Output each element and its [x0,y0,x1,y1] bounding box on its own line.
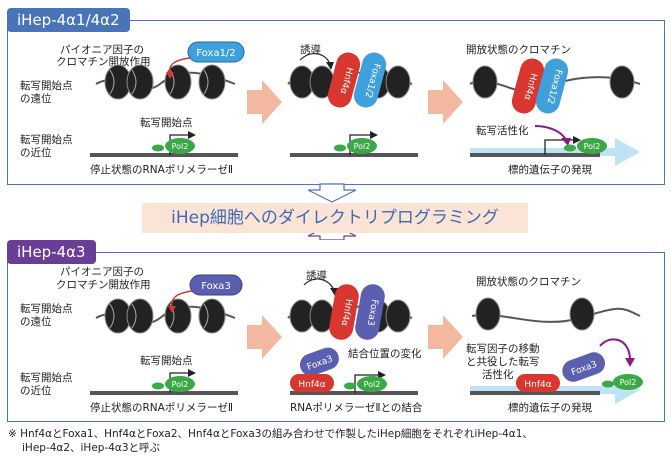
bottom-stage2-hnf4a-lower [290,374,334,392]
bottom-stage1-pol2-label: Pol2 [172,380,189,389]
top-foxa-oval [187,41,245,63]
bottom-proximal-line2: の近位 [20,385,52,397]
bottom-diagram: Foxa3 Pol2 Hnf4α Foxa3 Foxa3 Hnf4α Pol2 [90,274,643,404]
bottom-proximal-line1: 転写開始点 [20,372,73,384]
top-pioneer-line1: パイオニア因子の [60,44,144,56]
bottom-stage3-hnf4a [516,374,560,392]
top-paused-label: 停止状態のRNAポリメラーゼⅡ [90,164,234,176]
tag-top: iHep-4α1/4α2 [7,8,130,32]
top-open-label: 開放状態のクロマチン [466,44,571,56]
top-foxa-text: Foxa1/2 [196,48,235,59]
bottom-foxa-text: Foxa3 [201,281,231,292]
bottom-pioneer-line1: パイオニア因子の [60,266,144,278]
bottom-stage1-chromatin [95,298,236,334]
bottom-stage2-hnf4a-label: Hnf4α [339,298,354,327]
tag-bottom: iHep-4α3 [7,240,96,264]
bottom-activation-arrow [599,338,631,361]
top-arrow-1 [247,80,282,124]
top-stage3-foxa [535,58,569,114]
bottom-stage2-pol2-label: Pol2 [364,380,381,389]
bottom-stage3-pol2-label: Pol2 [620,378,637,387]
bottom-stage3-hnf4a-label: Hnf4α [524,380,551,390]
bottom-pol2-binding-label: RNAポリメラーゼⅡとの結合 [290,402,423,414]
bottom-stage2-hnf4a [329,284,359,340]
bottom-distal-line2: の遠位 [20,316,52,328]
top-tss-label: 転写開始点 [140,117,193,129]
top-stage2-pol2-label: Pol2 [354,142,371,151]
bottom-stage3-foxa [562,352,605,382]
top-stage2-hnf4a [327,52,361,108]
bottom-open-label: 開放状態のクロマチン [476,276,581,288]
bottom-move-line1: 転写因子の移動 [466,343,540,355]
top-pioneer-line2: クロマチン開放作用 [56,56,151,68]
bottom-binding-change-label: 結合位置の変化 [348,348,422,360]
top-distal-line1: 転写開始点 [20,80,73,92]
footnote-line1: ※ Hnf4αとFoxa1、Hnf4αとFoxa2、Hnf4αとFoxa3の組み… [8,428,533,440]
top-stage3-pol2-label: Pol2 [584,142,601,151]
top-induce-label: 誘導 [300,44,321,56]
bottom-paused-label: 停止状態のRNAポリメラーゼⅡ [90,402,234,414]
top-proximal-line2: の近位 [20,147,52,159]
bottom-move-line3: 活性化 [482,369,514,381]
top-stage1-pol2 [165,138,195,154]
footnote-line2: iHep-4α2、iHep-4α3と呼ぶ [22,442,161,454]
bottom-distal-line1: 転写開始点 [20,303,73,315]
bottom-move-line2: と共役した転写 [466,356,540,368]
bottom-stage2-hnf4a-lower-label: Hnf4α [298,380,325,390]
bottom-tss-label: 転写開始点 [140,355,193,367]
top-activation-label: 転写活性化 [476,125,529,137]
top-stage1-pol2-label: Pol2 [172,142,189,151]
top-stage2-foxa [353,52,387,108]
bottom-pioneer-line2: クロマチン開放作用 [56,279,151,291]
bottom-stage2-foxa [355,284,385,340]
bottom-pioneer-arrow [170,290,193,309]
bottom-arrow-2 [428,315,463,359]
top-stage3-pol2 [577,138,607,154]
bottom-stage3-chromatin [471,297,641,331]
bottom-arrow-1 [247,315,282,359]
top-distal-line2: の遠位 [20,93,52,105]
top-stage2-pol2 [347,138,377,154]
bottom-stage2-foxa-label: Foxa3 [365,298,379,326]
top-arrow-2 [428,80,463,124]
bottom-foxa-oval [189,274,243,296]
bottom-stage2-chromatin [287,299,413,333]
banner-down-arrow [307,183,357,203]
top-pioneer-arrow [168,57,191,75]
top-expression-label: 標的遺伝子の発現 [508,164,592,176]
top-expression-arrow [470,138,640,166]
top-proximal-line1: 転写開始点 [20,134,73,146]
bottom-stage1-pol2 [165,376,195,392]
bottom-stage2-foxa-lower [299,347,339,376]
bottom-expression-label: 標的遺伝子の発現 [508,402,592,414]
banner: iHep細胞へのダイレクトリプログラミング [142,203,528,233]
bottom-stage3-pol2 [613,374,643,390]
bottom-stage2-pol2 [357,376,387,392]
top-diagram: Foxa1/2 Pol2 Hnf4α Foxa1/2 Pol2 [90,41,641,166]
